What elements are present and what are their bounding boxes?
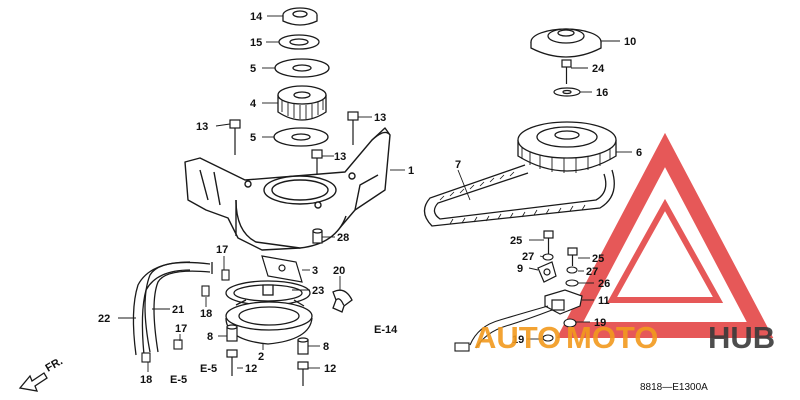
watermark-word-2: MOTO [566,320,658,355]
lock-nut-14 [282,7,318,26]
part-label: 7 [455,159,461,171]
part-label: 23 [312,285,324,297]
dowels-8 [226,324,309,355]
pulley-cover-10 [530,28,602,58]
part-label: 28 [337,232,349,244]
tensioner-9 [537,261,557,283]
part-label: 27 [522,251,534,263]
front-label: FR. [44,355,65,374]
part-label: 20 [333,265,345,277]
figure-code: 8818—E1300A [640,382,708,393]
part-label: 19 [512,334,524,346]
part-label: 17 [175,323,187,335]
sensor-cable [454,305,553,352]
part-label: 8 [207,331,213,343]
part-label: 6 [636,147,642,159]
washer-5-lower [273,127,329,147]
part-label: 26 [598,278,610,290]
part-label: 25 [510,235,522,247]
pipe-20 [332,289,353,313]
bolt-24 [561,59,572,84]
part-label: 19 [594,317,606,329]
part-labels: 14 15 5 4 13 5 13 13 1 7 6 10 24 16 28 1… [44,11,709,393]
part-label: 18 [140,374,152,386]
watermark-text: AUTO MOTO HUB [474,320,775,355]
part-label: 22 [98,313,110,325]
reference-label: E-14 [374,324,398,336]
plate-3 [261,255,303,283]
watermark-word-3: HUB [708,320,775,355]
part-label: 25 [592,253,604,265]
part-label: 15 [250,37,262,49]
part-label: 3 [312,265,318,277]
part-label: 18 [200,308,212,320]
washers-27-26 [565,266,579,287]
part-label: 17 [216,244,228,256]
part-label: 13 [196,121,208,133]
bolts-12 [226,349,309,386]
part-label: 24 [592,63,605,75]
driven-pulley-6 [517,121,617,173]
part-label: 13 [334,151,346,163]
reference-label: E-5 [200,363,217,375]
part-label: 8 [323,341,329,353]
part-label: 9 [517,263,523,275]
part-label: 2 [258,351,264,363]
part-label: 5 [250,132,256,144]
cover-gasket-23 [225,280,311,306]
part-label: 21 [172,304,184,316]
washer-5-upper [274,58,330,78]
part-label: 11 [598,295,610,307]
part-label: 5 [250,63,256,75]
part-label: 14 [250,11,263,23]
part-label: 27 [586,266,598,278]
bolts-19 [542,318,577,342]
watermark-word-1: AUTO [474,320,561,355]
part-label: 10 [624,36,636,48]
sensor-bracket-11 [544,289,583,315]
reference-label: E-5 [170,374,187,386]
dowel-28 [312,228,323,244]
timing-belt-7 [423,164,615,227]
bolt-25-left [543,230,554,256]
washer-16 [553,87,581,97]
bracket-housing-1 [184,127,391,251]
part-label: 13 [374,112,386,124]
part-label: 4 [250,98,257,110]
pump-cover-2 [225,299,313,345]
washer-15 [278,34,320,50]
front-arrow-icon [18,372,48,392]
watermark-triangle-logo [556,132,774,338]
leader-lines [118,15,632,372]
sprocket-4 [277,85,327,121]
hose-clips-17-18 [141,269,230,363]
bolt-25-right [567,247,578,266]
hose-21-22 [132,261,213,356]
part-label: 12 [324,363,336,375]
part-label: 12 [245,363,257,375]
part-label: 1 [408,165,414,177]
washer-27-left [542,253,554,261]
part-label: 16 [596,87,608,99]
